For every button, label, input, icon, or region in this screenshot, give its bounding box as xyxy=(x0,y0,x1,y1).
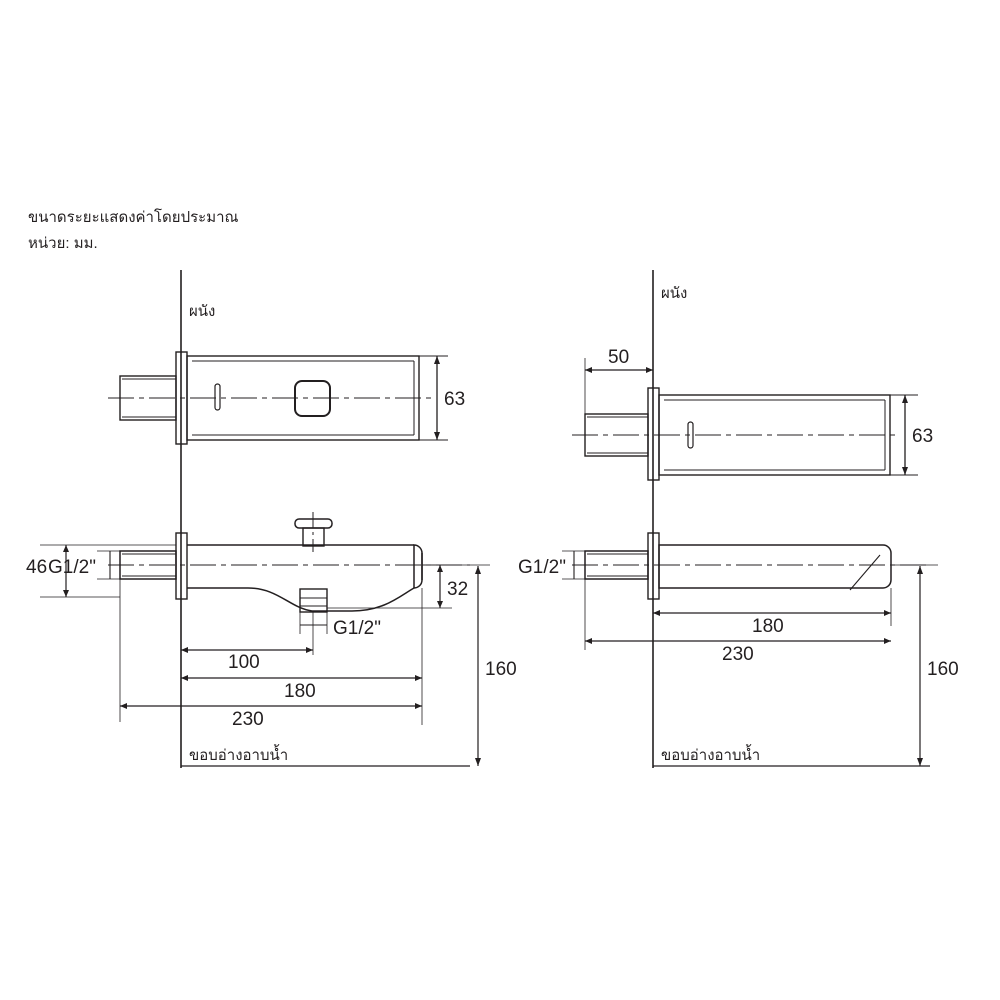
left-180-arrow-right xyxy=(415,675,422,681)
right-side-spout-body xyxy=(658,544,892,589)
left-160-arrow-bottom xyxy=(475,758,481,766)
left-side-shower-outlet xyxy=(299,588,328,613)
right-63-arrow-bottom xyxy=(902,467,908,475)
left-100-arrow-left xyxy=(181,647,188,653)
left-top-63-arrow-top xyxy=(434,356,440,364)
right-50-arrow-left xyxy=(585,367,592,373)
left-height-above-rim-dim-label: 160 xyxy=(485,659,517,680)
note-line-1: ขนาดระยะแสดงค่าโดยประมาณ xyxy=(28,208,239,226)
left-diverter-offset-dim-label: 100 xyxy=(228,652,260,673)
note-line-2: หน่วย: มม. xyxy=(28,235,98,252)
left-side-spout-underside xyxy=(187,587,415,612)
left-total-projection-dim-label: 230 xyxy=(232,709,264,730)
right-50-arrow-right xyxy=(646,367,653,373)
left-top-slot-detail xyxy=(214,383,221,411)
right-230-arrow-left xyxy=(585,638,592,644)
right-inlet-thread-label: G1/2" xyxy=(518,557,566,578)
left-views-group: ผนัง xyxy=(26,270,517,768)
left-180-arrow-left xyxy=(181,675,188,681)
right-160-arrow-bottom xyxy=(917,758,923,766)
left-mid-projection-dim-label: 180 xyxy=(284,681,316,702)
right-top-view: 50 63 xyxy=(572,347,933,481)
left-32-arrow-top xyxy=(437,565,443,572)
left-tub-rim-label: ขอบอ่างอาบน้ำ xyxy=(189,744,288,764)
right-side-view: G1/2" 180 230 ขอบอ่างอาบน้ำ xyxy=(518,532,959,768)
left-side-spout-nose xyxy=(413,544,423,589)
left-top-view: 63 xyxy=(108,351,465,445)
right-tub-rim-label: ขอบอ่างอาบน้ำ xyxy=(661,744,760,764)
left-inlet-thread-label: G1/2" xyxy=(48,557,96,578)
left-spout-drop-dim-label: 32 xyxy=(447,579,468,600)
right-top-spout-body xyxy=(658,394,891,476)
right-total-projection-dim-label: 230 xyxy=(722,644,754,665)
left-top-63-arrow-bottom xyxy=(434,432,440,440)
left-outlet-thread-label: G1/2" xyxy=(333,618,381,639)
left-230-arrow-right xyxy=(415,703,422,709)
right-180-arrow-right xyxy=(884,610,891,616)
right-top-width-dim-label: 63 xyxy=(912,426,933,447)
left-230-arrow-left xyxy=(120,703,127,709)
right-height-above-rim-dim-label: 160 xyxy=(927,659,959,680)
left-side-view: 46 G1/2" G1/2" 32 xyxy=(26,512,517,768)
right-side-aerator-leader xyxy=(849,554,881,591)
left-wall-label: ผนัง xyxy=(189,303,215,320)
right-160-arrow-top xyxy=(917,566,923,574)
right-230-arrow-right xyxy=(884,638,891,644)
left-top-width-dim-label: 63 xyxy=(444,389,465,410)
left-32-arrow-bottom xyxy=(437,601,443,608)
right-wall-label: ผนัง xyxy=(661,285,687,302)
left-46-arrow-top xyxy=(63,545,69,552)
left-height-dim-label: 46 xyxy=(26,557,47,578)
left-100-arrow-right xyxy=(306,647,313,653)
left-160-arrow-top xyxy=(475,566,481,574)
right-63-arrow-top xyxy=(902,395,908,403)
right-mid-projection-dim-label: 180 xyxy=(752,616,784,637)
right-views-group: ผนัง xyxy=(518,270,959,768)
right-180-arrow-left xyxy=(653,610,660,616)
left-46-arrow-bottom xyxy=(63,590,69,597)
right-inlet-length-dim-label: 50 xyxy=(608,347,629,368)
